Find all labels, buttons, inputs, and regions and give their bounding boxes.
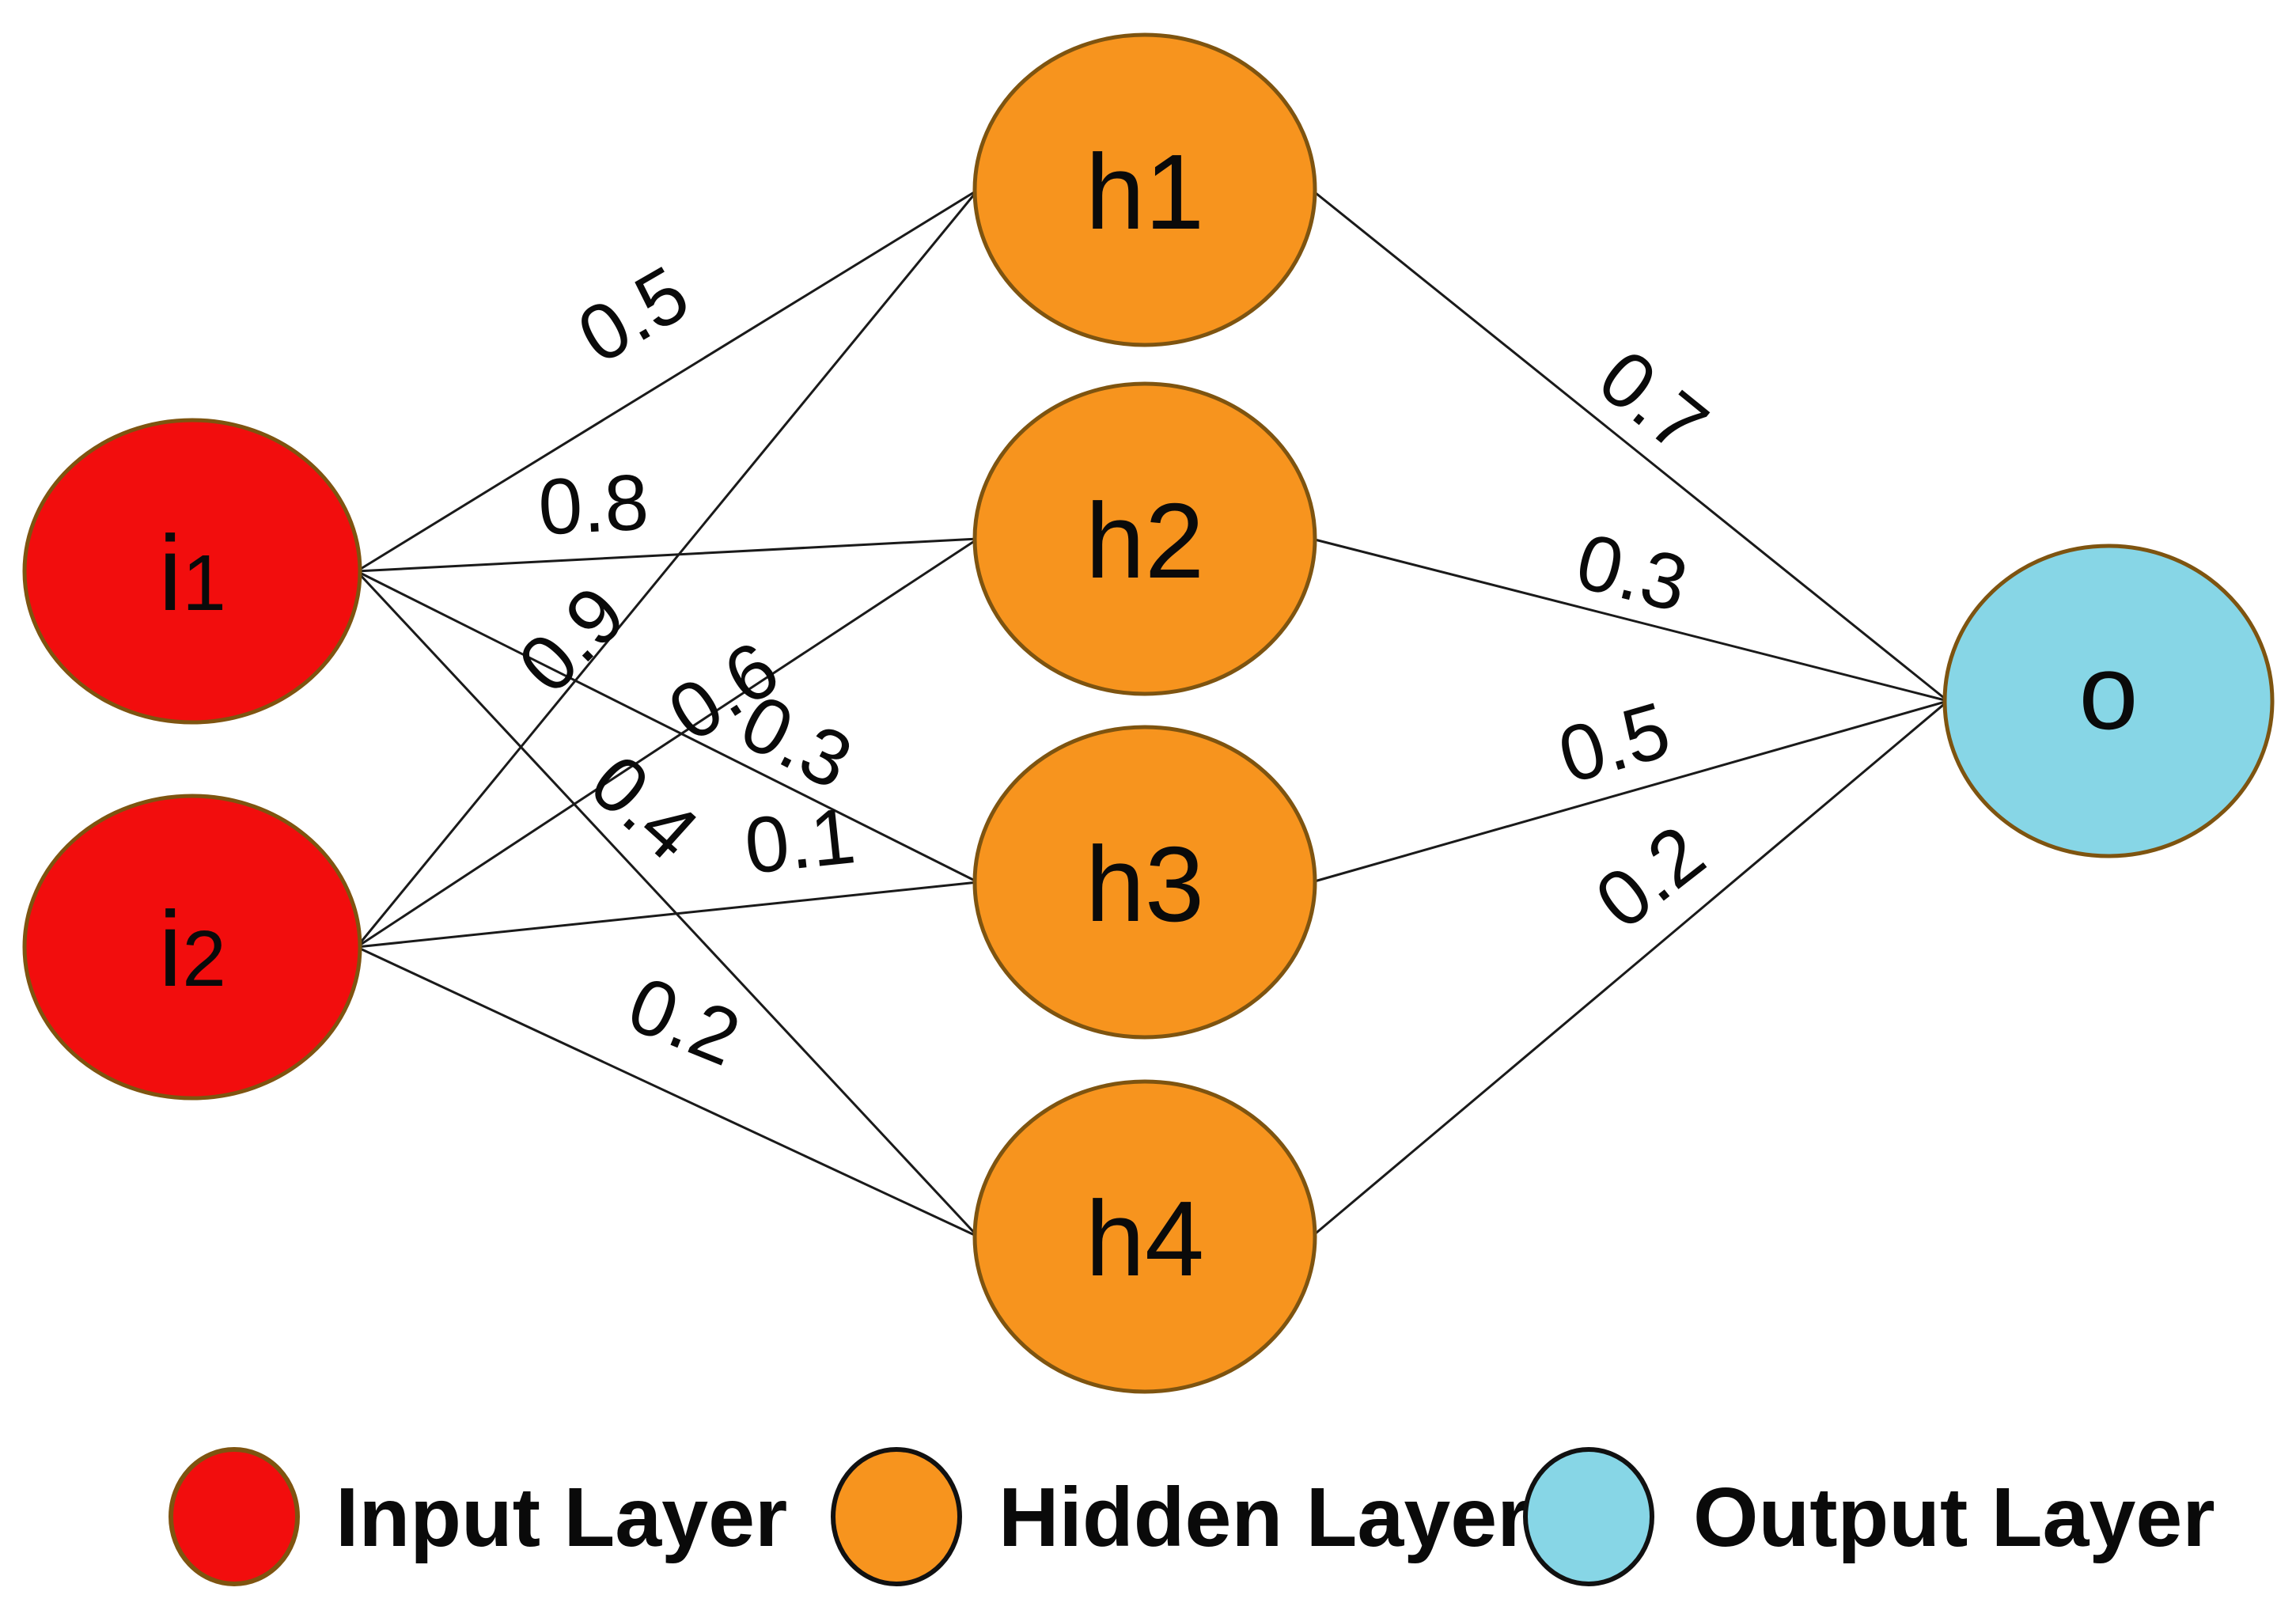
edge-weight-i1-h2: 0.8 xyxy=(536,457,651,551)
node-i2 xyxy=(22,794,362,1101)
edge-h1-o xyxy=(1311,188,1949,703)
edge-weight-h2-o: 0.3 xyxy=(1568,517,1696,629)
node-h3 xyxy=(972,725,1317,1040)
node-h1 xyxy=(972,32,1317,347)
edge-h3-o xyxy=(1311,699,1949,884)
edge-weight-i2-h4: 0.2 xyxy=(616,960,752,1083)
legend-label-input-layer: Input Layer xyxy=(335,1471,787,1564)
edge-weight-i1-h1: 0.5 xyxy=(563,249,703,381)
edge-i2-h3 xyxy=(356,881,979,949)
edge-i1-h1 xyxy=(356,188,979,573)
node-label-h3: h3 xyxy=(1085,824,1204,944)
edge-weight-i2-h3: 0.1 xyxy=(741,791,859,891)
node-h4 xyxy=(972,1079,1317,1394)
edge-weight-i1-h4: 0.4 xyxy=(574,738,714,877)
legend-swatch-output-layer xyxy=(1523,1447,1654,1586)
node-label-h4: h4 xyxy=(1085,1179,1204,1298)
edge-h2-o xyxy=(1311,537,1949,703)
node-label-o: o xyxy=(2078,632,2138,752)
edge-i2-h2 xyxy=(356,537,979,949)
edge-weight-i2-h1: 0.9 xyxy=(502,570,642,710)
edge-i1-h3 xyxy=(356,570,979,884)
legend-swatch-input-layer xyxy=(169,1447,300,1586)
edge-i1-h4 xyxy=(355,570,979,1238)
legend-swatch-hidden-layer xyxy=(831,1447,962,1586)
node-h2 xyxy=(972,381,1317,696)
edge-h4-o xyxy=(1311,699,1949,1238)
legend-label-output-layer: Output Layer xyxy=(1693,1471,2215,1564)
edge-i1-h2 xyxy=(356,537,979,573)
legend-label-hidden-layer: Hidden Layer xyxy=(998,1471,1530,1564)
edge-i2-h4 xyxy=(356,945,979,1238)
node-label-i1: i1 xyxy=(158,513,226,633)
edge-i2-h1 xyxy=(355,189,979,948)
node-i1 xyxy=(22,418,362,725)
node-label-h1: h1 xyxy=(1085,132,1204,252)
node-label-i2: i2 xyxy=(158,889,226,1009)
node-o xyxy=(1942,544,2275,858)
node-label-h2: h2 xyxy=(1085,481,1204,601)
edge-weight-h1-o: 0.7 xyxy=(1582,333,1724,472)
edge-weight-h4-o: 0.2 xyxy=(1579,809,1721,946)
